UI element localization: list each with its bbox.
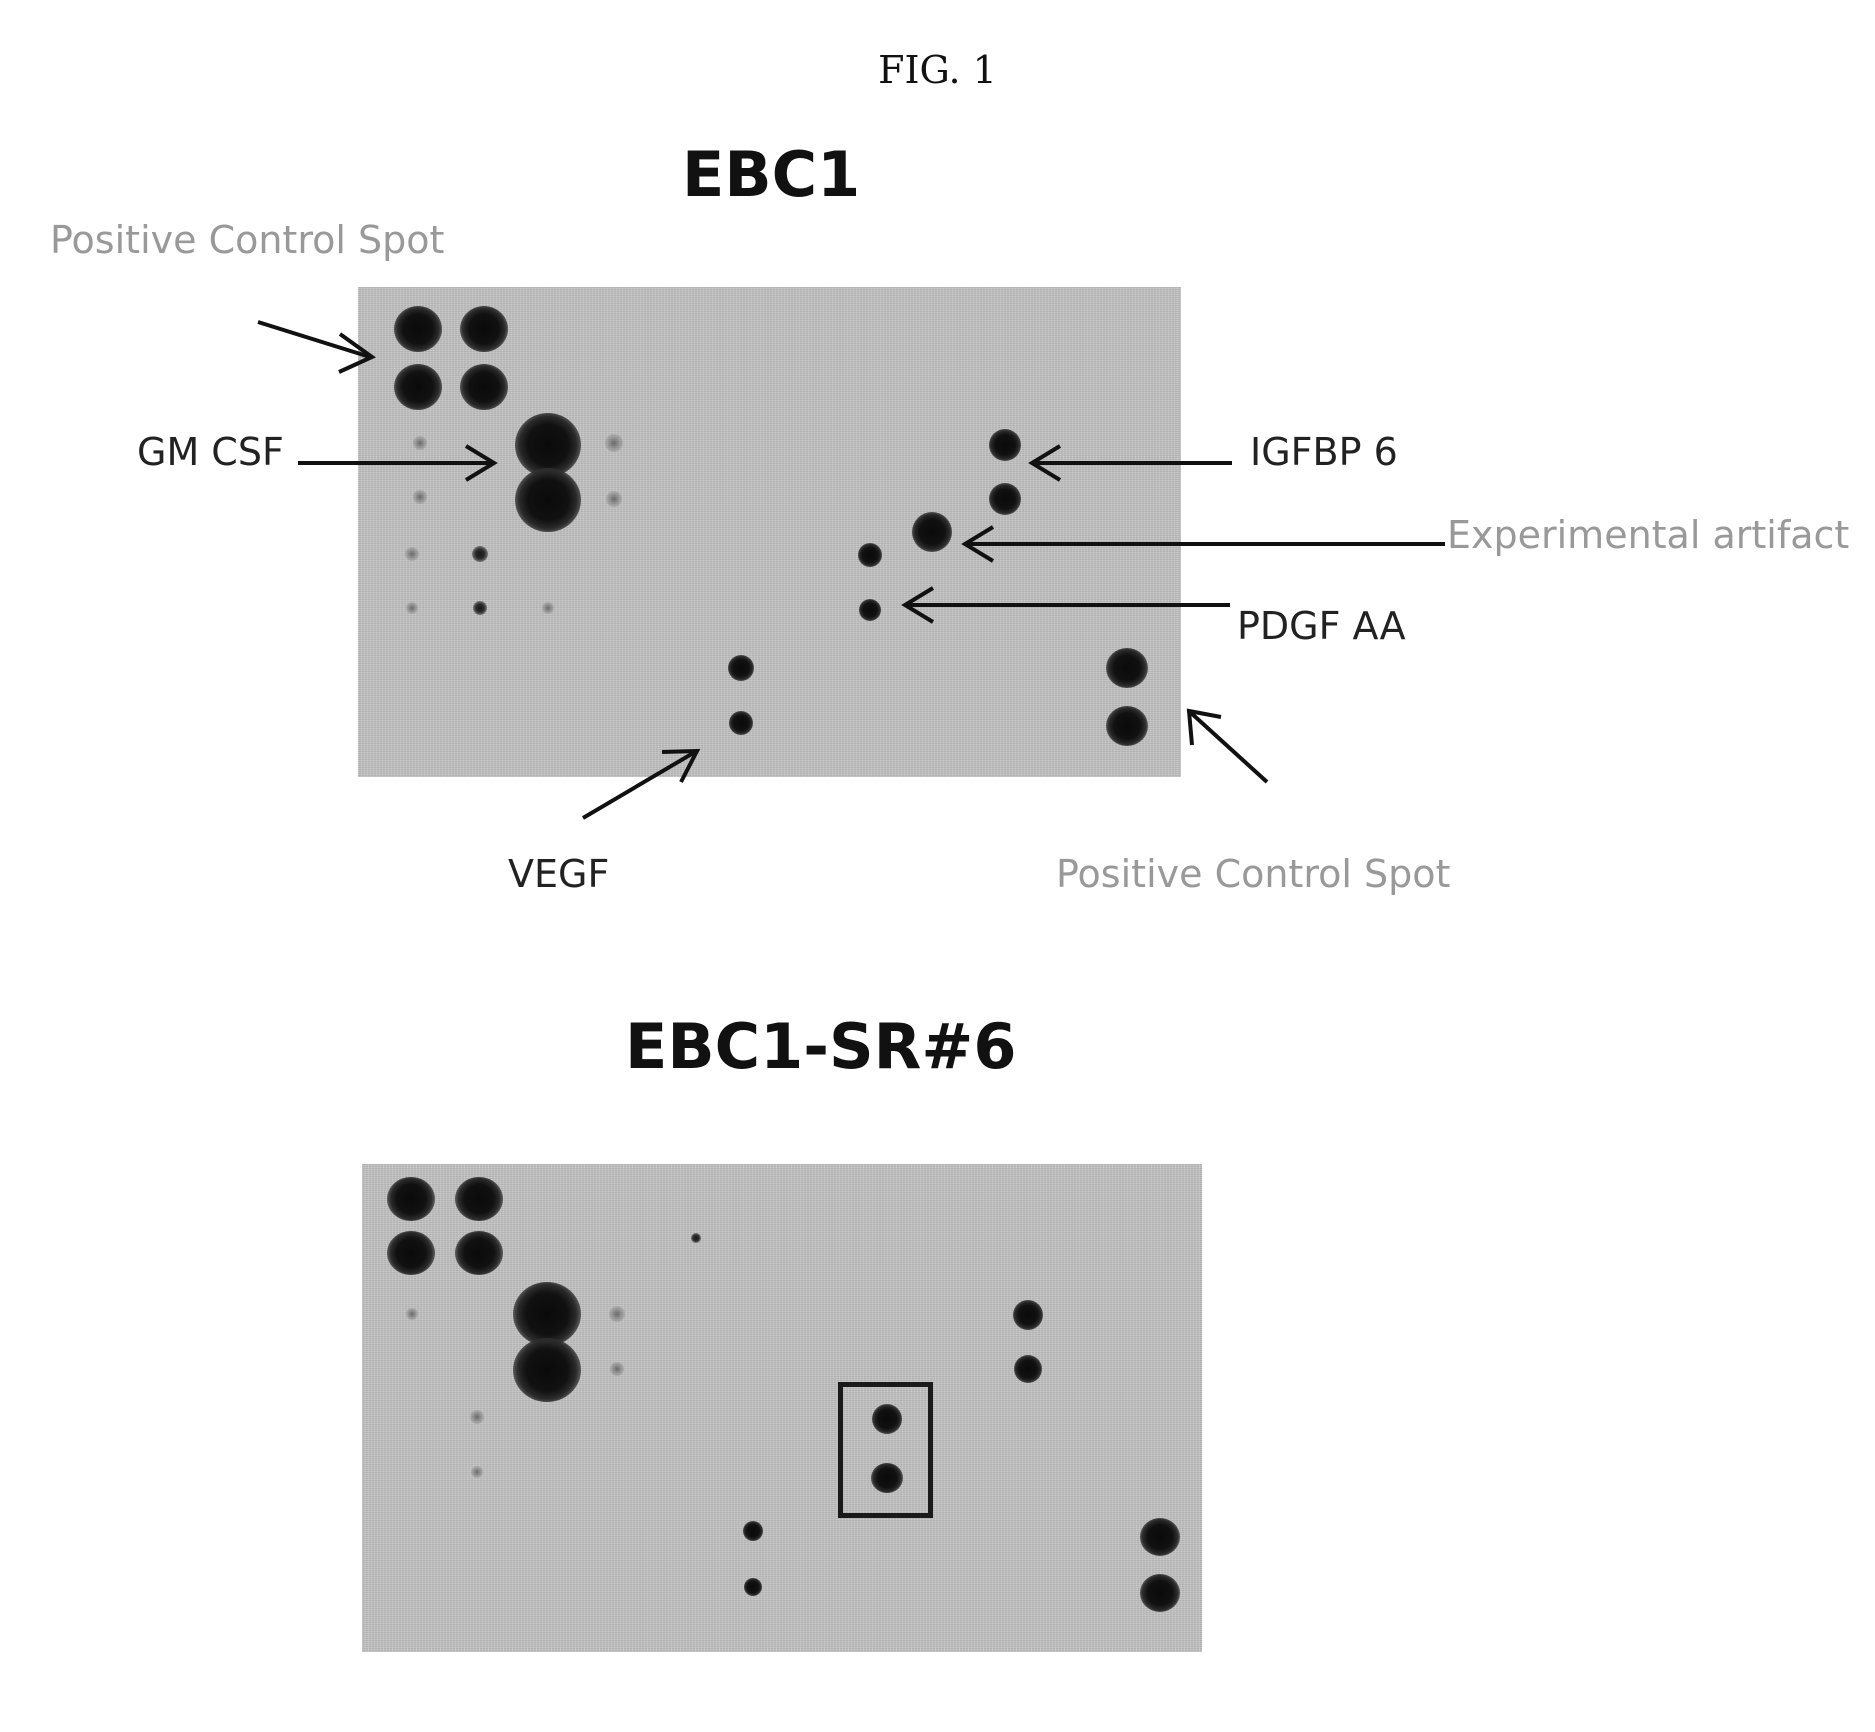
- arrow-vegf: [583, 752, 695, 818]
- spot-small: [691, 1233, 701, 1243]
- spot-igfbp6-2: [1014, 1355, 1042, 1383]
- panel-title-ebc1-sr6: EBC1-SR#6: [625, 1010, 1016, 1083]
- arrow-positive-control-bottom: [1190, 712, 1267, 782]
- spot-positive-control-3: [387, 1231, 435, 1275]
- spot-gm-csf-1: [513, 1282, 581, 1346]
- spot-positive-control-1: [387, 1177, 435, 1221]
- spot-positive-control-5: [1140, 1518, 1180, 1556]
- spot-igfbp6-1: [1013, 1300, 1043, 1330]
- arrow-positive-control-top: [258, 322, 370, 357]
- highlight-box: [838, 1382, 933, 1518]
- spot-faint: [406, 1308, 418, 1320]
- spot-vegf-1: [743, 1521, 763, 1541]
- spot-faint: [609, 1306, 625, 1322]
- spot-gm-csf-2: [513, 1338, 581, 1402]
- spot-faint: [610, 1362, 624, 1376]
- spot-positive-control-4: [455, 1231, 503, 1275]
- spot-positive-control-2: [455, 1177, 503, 1221]
- spot-vegf-2: [744, 1578, 762, 1596]
- blot-ebc1-sr6: [362, 1164, 1202, 1652]
- spot-faint: [471, 1466, 483, 1478]
- spot-positive-control-6: [1140, 1574, 1180, 1612]
- spot-faint: [470, 1410, 484, 1424]
